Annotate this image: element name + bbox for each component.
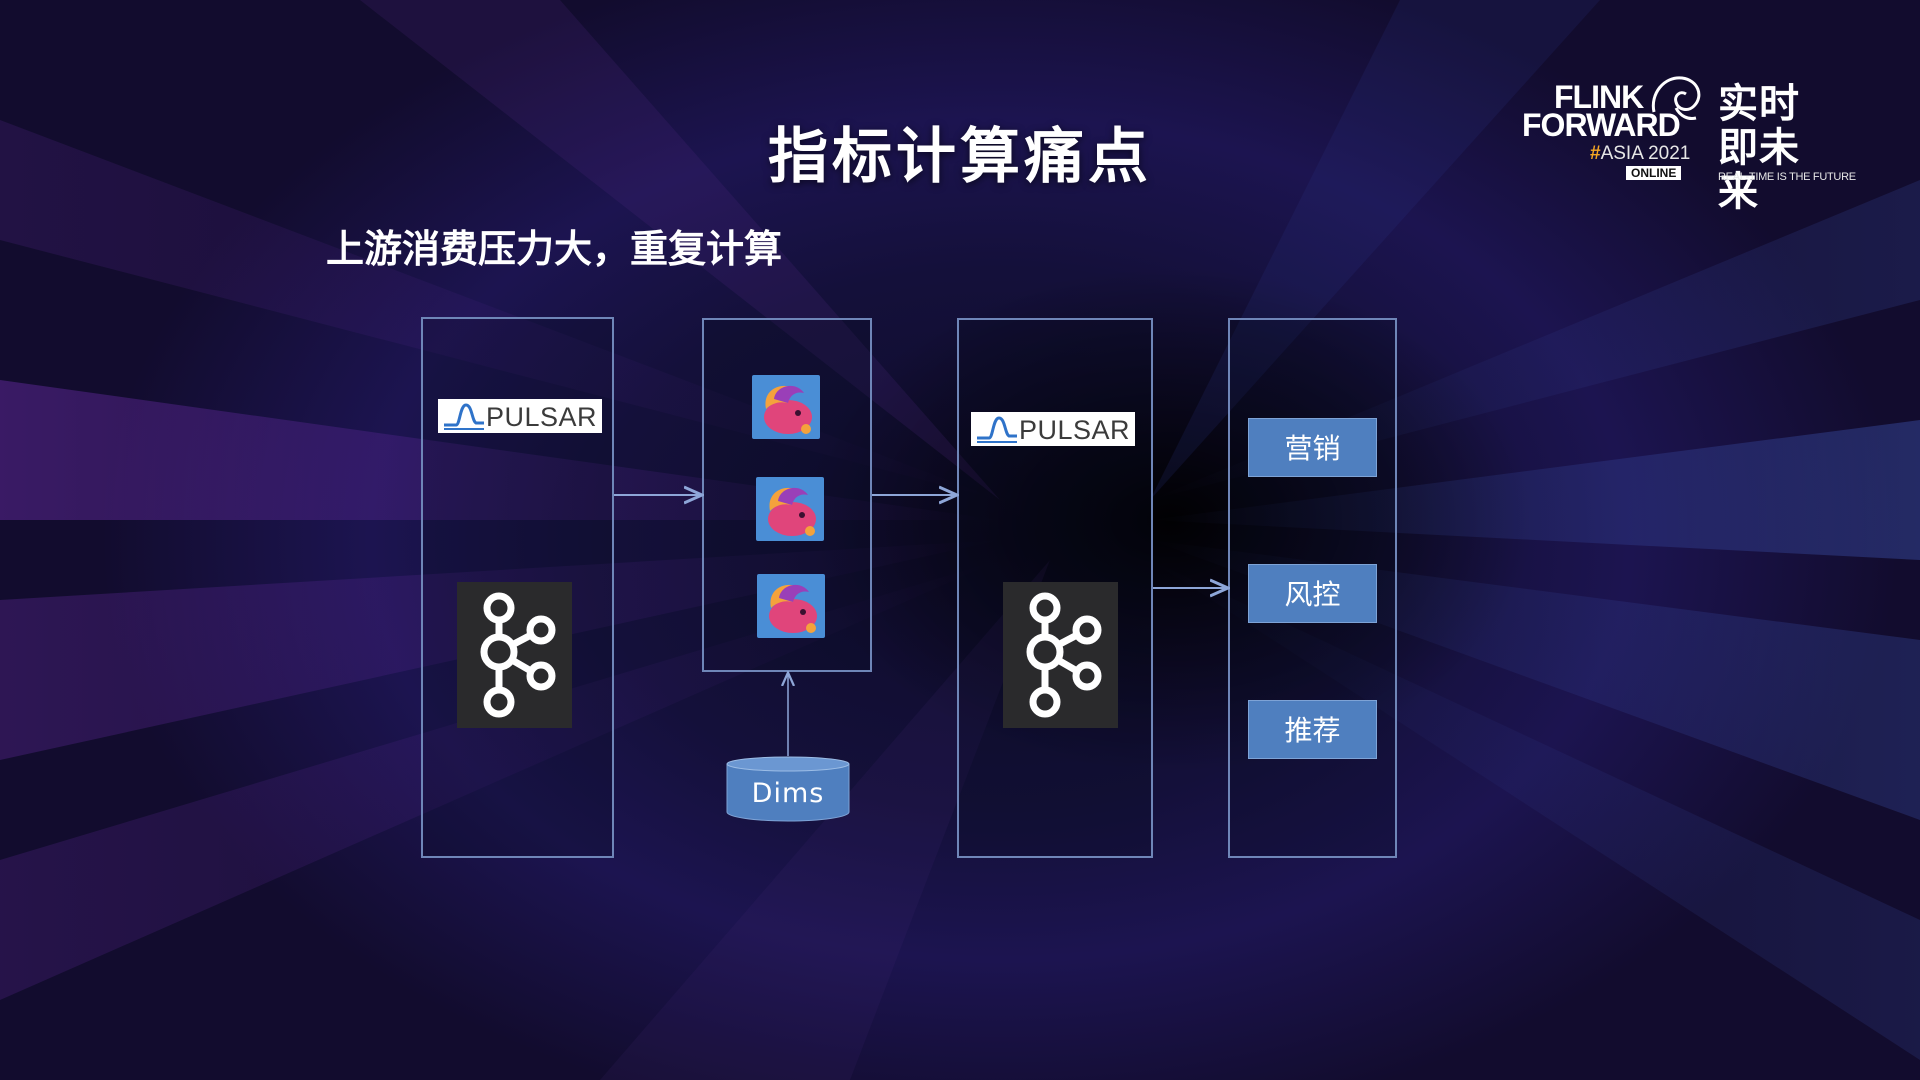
consumer-box-marketing: 营销 <box>1248 418 1377 477</box>
logo-online-badge: ONLINE <box>1626 166 1682 180</box>
consumer-box-recommendation: 推荐 <box>1248 700 1377 759</box>
logo-cn-line1: 实时 <box>1718 81 1800 127</box>
logo-cn-line2: 即未来 <box>1718 125 1800 215</box>
logo-forward-text: FORWARD <box>1522 107 1681 143</box>
kafka-icon <box>1026 592 1102 718</box>
slide-title: 指标计算痛点 <box>768 122 1152 192</box>
dims-label: Dims <box>751 778 825 809</box>
kafka-icon <box>480 592 556 718</box>
pulsar-label: PULSAR <box>1019 415 1131 445</box>
squirrel-outline-icon <box>1651 76 1701 120</box>
flink-forward-logo: FLINK FORWARD #ASIA 2021 ONLINE 实时 即未来 R… <box>1518 68 1856 214</box>
slide-subtitle: 上游消费压力大，重复计算 <box>326 227 783 271</box>
logo-slogan: REAL-TIME IS THE FUTURE <box>1718 171 1856 183</box>
pulsar-label: PULSAR <box>486 402 598 432</box>
flink-job-icon <box>752 375 820 439</box>
database-cylinder-icon <box>726 756 850 822</box>
source-kafka-logo <box>457 582 572 728</box>
logo-hash: # <box>1590 143 1601 164</box>
pulsar-wave-icon <box>444 403 484 430</box>
logo-asia-year: ASIA 2021 <box>1600 143 1691 164</box>
pulsar-wave-icon <box>977 416 1017 443</box>
logo-asia-text: #ASIA 2021 <box>1590 144 1690 164</box>
flink-job-icon <box>756 477 824 541</box>
dims-database: Dims <box>726 756 850 822</box>
logo-flink-text: FLINK <box>1554 79 1644 115</box>
flink-job-icon <box>757 574 825 638</box>
sink-kafka-logo <box>1003 582 1118 728</box>
source-pulsar-logo: PULSAR <box>438 399 602 433</box>
consumer-box-risk-control: 风控 <box>1248 564 1377 623</box>
sink-pulsar-logo: PULSAR <box>971 412 1135 446</box>
